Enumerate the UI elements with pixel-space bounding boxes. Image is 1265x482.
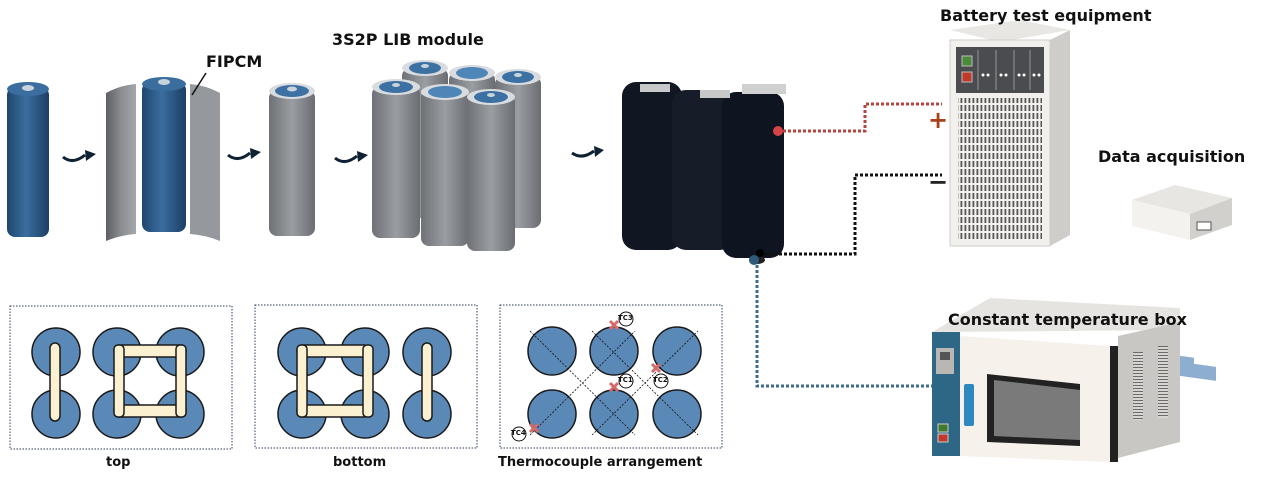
tc4-label: TC4 (511, 429, 526, 437)
constant-temperature-label: Constant temperature box (948, 310, 1187, 329)
fipcm-wrapped-cell (106, 72, 220, 241)
top-layout-panel (9, 305, 233, 450)
tc3-label: TC3 (618, 314, 633, 322)
battery-test-equipment[interactable] (949, 20, 1070, 247)
battery-test-label: Battery test equipment (940, 6, 1152, 25)
arrow-icon (62, 153, 86, 162)
bottom-caption: bottom (333, 455, 387, 470)
arrow-head-icon (250, 148, 261, 159)
arrow-head-icon (357, 151, 368, 162)
negative-wire (756, 173, 942, 257)
fipcm-label: FIPCM (206, 52, 263, 71)
coated-cell (269, 83, 315, 236)
bottom-layout-panel (254, 304, 478, 449)
tc2-marker (653, 373, 669, 389)
lib-module (372, 60, 541, 251)
wrapped-module-photo (622, 82, 786, 264)
thermocouple-wire (749, 255, 932, 388)
tc4-marker (511, 426, 527, 442)
arrow-head-icon (594, 146, 604, 157)
plus-sign: + (928, 106, 949, 134)
thermocouple-layout-panel (499, 304, 723, 449)
data-acquisition-label: Data acquisition (1098, 147, 1246, 166)
arrow-icon (334, 154, 358, 163)
constant-temperature-box[interactable] (932, 298, 1180, 462)
module-label: 3S2P LIB module (332, 30, 484, 49)
minus-sign: − (928, 168, 949, 196)
arrow-icon (571, 149, 595, 158)
tc1-marker (618, 373, 634, 389)
positive-wire (773, 102, 942, 136)
top-caption: top (106, 455, 131, 470)
thermocouple-caption: Thermocouple arrangement (498, 455, 703, 470)
tc3-marker (618, 311, 634, 327)
tc2-label: TC2 (653, 376, 668, 384)
arrow-head-icon (85, 150, 96, 161)
bare-cell (7, 82, 49, 237)
arrow-icon (227, 151, 251, 160)
tc1-label: TC1 (618, 376, 633, 384)
